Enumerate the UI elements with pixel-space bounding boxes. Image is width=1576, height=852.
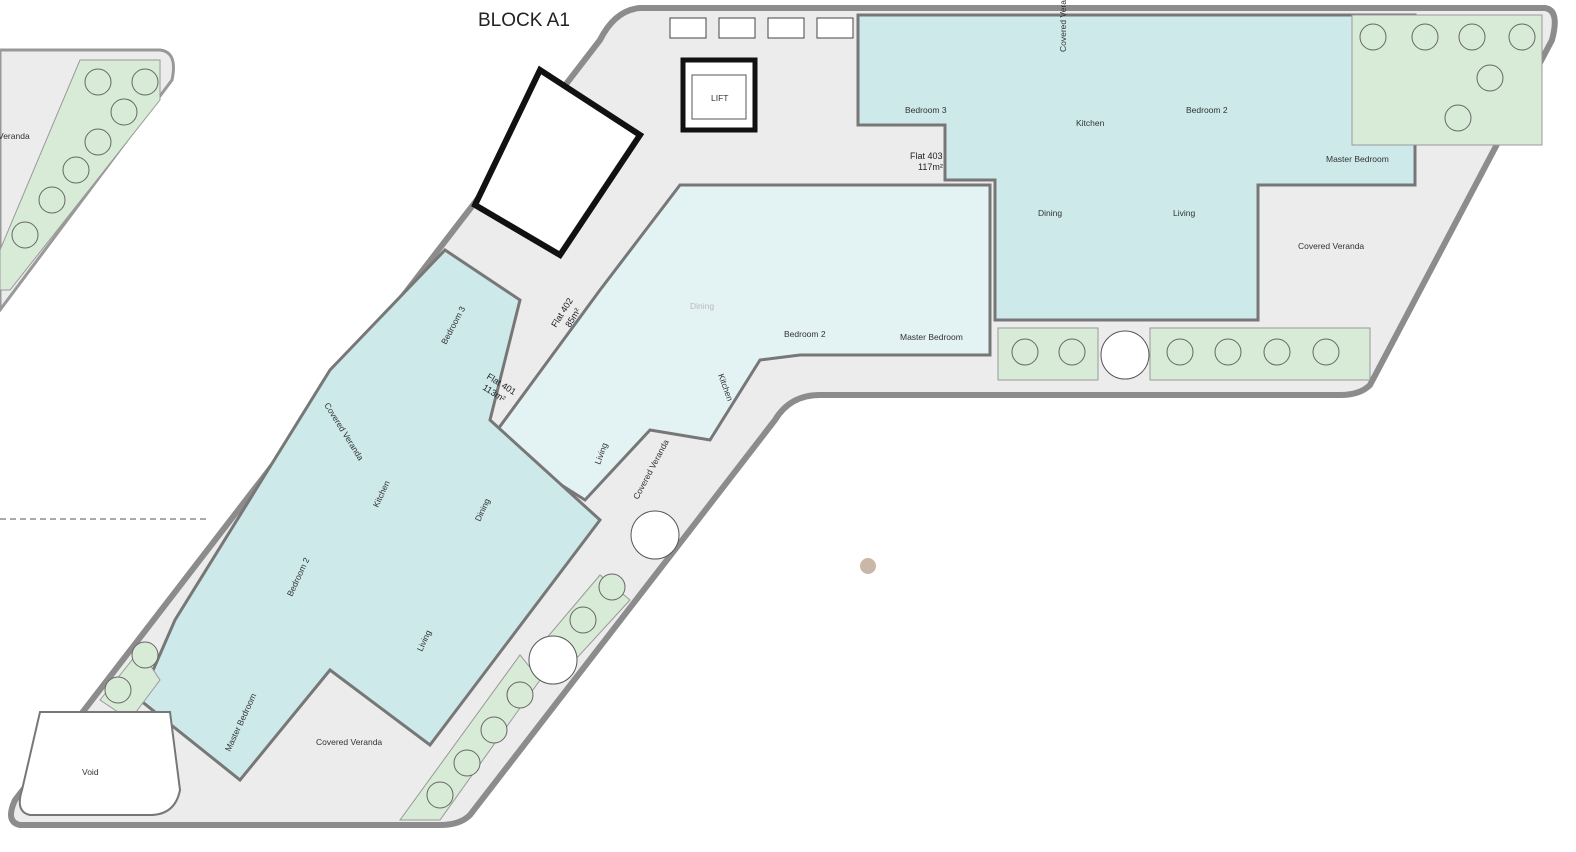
room-label: Void [82, 767, 99, 777]
flat-401-area [138, 248, 603, 783]
room-label: Master Bedroom [1326, 154, 1389, 164]
room-label: Covered Veranda [1298, 241, 1364, 251]
room-label: Master Bedroom [900, 332, 963, 342]
flat-402-area [487, 183, 992, 502]
ac-units [669, 17, 854, 39]
room-label: Living [1173, 208, 1195, 218]
room-label: Covered Veranda [1058, 0, 1068, 52]
lift-label: LIFT [711, 93, 728, 103]
trees [11, 23, 1536, 809]
room-label: Bedroom 2 [784, 329, 826, 339]
block-title: BLOCK A1 [478, 10, 570, 31]
spiral-stairs [528, 330, 1150, 685]
flat-403-area-label: 117m² [918, 162, 943, 172]
flat-403-name: Flat 403 [910, 151, 943, 161]
room-label: Kitchen [1076, 118, 1105, 128]
room-label: Veranda [0, 131, 30, 141]
void-area [18, 711, 182, 816]
room-label: Bedroom 2 [1186, 105, 1228, 115]
room-label: Dining [1038, 208, 1062, 218]
stair-core [471, 65, 645, 260]
room-label: Bedroom 3 [905, 105, 947, 115]
room-label: Dining [690, 301, 714, 311]
room-label: Covered Veranda [316, 737, 382, 747]
marker-dot [860, 558, 876, 574]
